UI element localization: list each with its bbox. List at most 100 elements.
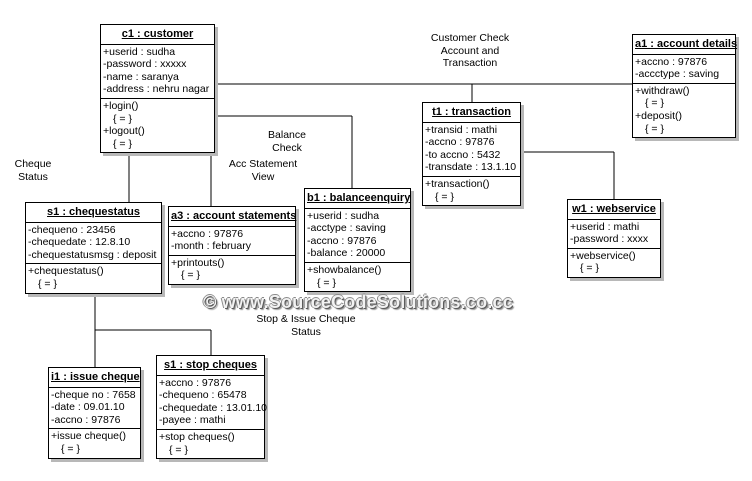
operation-list: +showbalance() { = } [305, 263, 410, 291]
label-line: Customer Check [430, 32, 510, 44]
attribute: +transid : mathi [425, 123, 498, 136]
object-title: a1 : account details [633, 35, 737, 55]
attribute: -name : saranya [103, 70, 179, 83]
operation: +transaction() [425, 177, 490, 190]
attribute-list: -cheque no : 7658 -date : 09.01.10 -accn… [49, 388, 140, 430]
object-stop-cheques[interactable]: s1 : stop cheques +accno : 97876 -cheque… [156, 355, 268, 460]
object-webservice[interactable]: w1 : webservice +userid : mathi -passwor… [567, 199, 661, 278]
object-account-details[interactable]: a1 : account details +accno : 97876 -acc… [632, 34, 737, 139]
operation-body: { = } [435, 190, 454, 203]
attribute: -accctype : saving [635, 68, 720, 81]
object-title: s1 : stop cheques [157, 356, 264, 376]
operation-list: +printouts() { = } [169, 256, 295, 284]
operation-body: { = } [317, 276, 336, 289]
object-chequestatus[interactable]: s1 : chequestatus -chequeno : 23456 -che… [25, 202, 162, 294]
label-acc-statement-view: Acc Statement View [224, 158, 302, 183]
attribute-list: +userid : sudha -acctype : saving -accno… [305, 209, 410, 263]
operation-body: { = } [113, 137, 132, 150]
object-title: a3 : account statements [169, 207, 296, 227]
operation: +withdraw() [635, 84, 690, 97]
label-customer-check: Customer Check Account and Transaction [424, 32, 516, 70]
label-line: Stop & Issue Cheque [256, 313, 356, 325]
operation-body: { = } [169, 443, 188, 456]
attribute: -chequeno : 65478 [159, 389, 247, 402]
label-cheque-status: Cheque Status [6, 158, 60, 183]
object-title: s1 : chequestatus [26, 203, 161, 223]
attribute: +userid : sudha [307, 209, 380, 222]
attribute: -accno : 97876 [307, 234, 377, 247]
attribute: +accno : 97876 [635, 55, 708, 68]
operation-list: +transaction() { = } [423, 177, 520, 205]
attribute: -to accno : 5432 [425, 148, 501, 161]
attribute-list: +accno : 97876 -month : february [169, 227, 295, 256]
attribute: +accno : 97876 [171, 227, 244, 240]
object-title: b1 : balanceenquiry [305, 189, 410, 209]
attribute: +accno : 97876 [159, 376, 232, 389]
operation-list: +chequestatus() { = } [26, 264, 161, 292]
attribute: -chequedate : 13.01.10 [159, 401, 268, 414]
operation: +login() [103, 99, 139, 112]
operation: +printouts() [171, 256, 225, 269]
operation-list: +stop cheques() { = } [157, 430, 264, 458]
attribute: -balance : 20000 [307, 247, 386, 260]
label-stop-issue-cheque-status: Stop & Issue Cheque Status [248, 313, 364, 338]
attribute: -cheque no : 7658 [51, 388, 136, 401]
attribute: -date : 09.01.10 [51, 401, 125, 414]
attribute: -password : xxxx [570, 233, 649, 246]
label-balance-check: Balance Check [258, 129, 316, 154]
operation-list: +issue cheque() { = } [49, 429, 140, 457]
attribute: -chequeno : 23456 [28, 223, 116, 236]
label-line: Status [291, 325, 321, 338]
attribute-list: +accno : 97876 -accctype : saving [633, 55, 735, 84]
attribute: -chequestatusmsg : deposit [28, 248, 157, 261]
attribute: -transdate : 13.1.10 [425, 161, 517, 174]
object-title: w1 : webservice [568, 200, 660, 220]
label-line: Balance [268, 129, 306, 141]
label-line: Check [272, 141, 302, 154]
operation: +showbalance() [307, 263, 382, 276]
operation: +stop cheques() [159, 430, 235, 443]
object-title: c1 : customer [101, 25, 214, 45]
operation: +chequestatus() [28, 265, 104, 278]
attribute-list: +transid : mathi -accno : 97876 -to accn… [423, 123, 520, 177]
attribute-list: +accno : 97876 -chequeno : 65478 -cheque… [157, 376, 268, 430]
attribute: -address : nehru nagar [103, 83, 210, 96]
operation: +deposit() [635, 109, 682, 122]
operation-body: { = } [38, 277, 57, 290]
attribute: +userid : mathi [570, 220, 640, 233]
object-transaction[interactable]: t1 : transaction +transid : mathi -accno… [422, 102, 521, 207]
operation-list: +login() { = } +logout() { = } [101, 99, 214, 152]
attribute: -month : february [171, 240, 251, 253]
attribute: -accno : 97876 [425, 136, 495, 149]
attribute-list: -chequeno : 23456 -chequedate : 12.8.10 … [26, 223, 161, 265]
attribute: -chequedate : 12.8.10 [28, 236, 131, 249]
attribute-list: +userid : mathi -password : xxxx [568, 220, 660, 249]
label-line: Acc Statement [228, 158, 298, 170]
label-line: View [251, 170, 275, 183]
operation: +logout() [103, 125, 145, 138]
label-line: Account and [440, 44, 500, 57]
operation-body: { = } [61, 442, 80, 455]
operation-body: { = } [645, 122, 664, 135]
operation-body: { = } [181, 269, 200, 282]
label-line: Transaction [442, 57, 498, 70]
attribute: -acctype : saving [307, 222, 386, 235]
attribute: -password : xxxxx [103, 58, 187, 71]
attribute-list: +userid : sudha -password : xxxxx -name … [101, 45, 214, 99]
attribute: +userid : sudha [103, 45, 176, 58]
object-account-statements[interactable]: a3 : account statements +accno : 97876 -… [168, 206, 296, 285]
watermark-text: © www.SourceCodeSolutions.co.cc [203, 292, 513, 312]
operation: +webservice() [570, 249, 636, 262]
operation-list: +webservice() { = } [568, 249, 660, 277]
operation: +issue cheque() [51, 430, 127, 443]
operation-body: { = } [645, 97, 664, 110]
operation-body: { = } [580, 262, 599, 275]
attribute: -payee : mathi [159, 414, 226, 427]
object-customer[interactable]: c1 : customer +userid : sudha -password … [100, 24, 215, 154]
operation-body: { = } [113, 112, 132, 125]
attribute: -accno : 97876 [51, 413, 121, 426]
object-balanceenquiry[interactable]: b1 : balanceenquiry +userid : sudha -acc… [304, 188, 411, 293]
object-issue-cheque[interactable]: i1 : issue cheque -cheque no : 7658 -dat… [48, 367, 141, 459]
